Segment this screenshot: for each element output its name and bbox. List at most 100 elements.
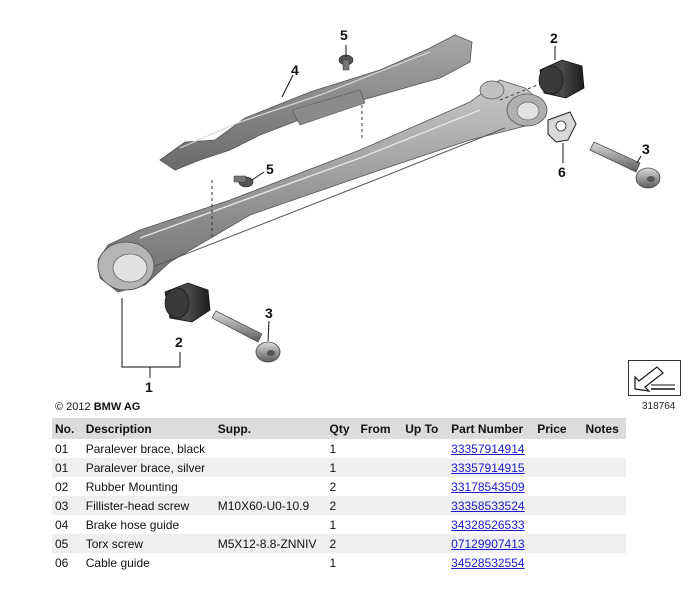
cell-up-to	[402, 515, 448, 534]
table-row: 03 Fillister-head screw M10X60-U0-10.9 2…	[52, 496, 626, 515]
cell-description: Brake hose guide	[85, 517, 180, 532]
parts-diagram: 1 2 2 3 3 4 5 5 6	[97, 27, 661, 395]
table-header-row: No. Description Supp. Qty From Up To Par…	[52, 418, 626, 439]
cell-part-number: 33357914914	[448, 439, 534, 458]
cell-price	[534, 477, 582, 496]
part-number-link[interactable]: 33357914915	[451, 460, 525, 475]
cell-description: Paralever brace, black	[85, 441, 206, 456]
cell-from	[358, 477, 403, 496]
cell-price	[534, 534, 583, 553]
cell-supp	[214, 458, 327, 477]
fillister-screw-left	[211, 310, 281, 363]
cell-description: Cable guide	[85, 555, 150, 570]
part-number-link[interactable]: 33358533524	[451, 498, 525, 513]
callout-5-top: 5	[340, 27, 348, 43]
cell-notes	[582, 553, 626, 572]
table-row: 05 Torx screw M5X12-8.8-ZNNIV 2 07129907…	[52, 534, 626, 553]
header-up-to: Up To	[402, 418, 449, 439]
cell-part-number: 34528532554	[448, 553, 534, 572]
cell-qty: 1	[329, 441, 337, 456]
cell-no: 02	[55, 479, 69, 494]
callout-4: 4	[291, 62, 299, 78]
header-supp: Supp.	[214, 418, 327, 439]
cell-qty: 1	[329, 517, 337, 532]
header-qty: Qty	[326, 418, 358, 439]
callout-2-left: 2	[175, 334, 183, 350]
cell-notes	[582, 458, 626, 477]
cell-part-number: 34328526533	[448, 515, 534, 534]
header-from: From	[357, 418, 403, 439]
cell-price	[534, 458, 583, 477]
brake-hose-guide	[159, 34, 473, 171]
cell-description: Paralever brace, silver	[82, 458, 215, 477]
cell-no: 06	[55, 555, 69, 570]
cell-qty: 2	[329, 479, 337, 494]
cell-notes	[582, 515, 626, 534]
cell-supp: M10X60-U0-10.9	[214, 496, 327, 515]
fillister-screw-right	[589, 141, 661, 189]
table-row: 04 Brake hose guide 1 34328526533	[52, 515, 626, 534]
cell-notes	[582, 439, 626, 458]
cell-notes	[582, 534, 626, 553]
cell-from	[358, 439, 403, 458]
cell-supp	[215, 553, 327, 572]
cell-no: 03	[52, 496, 83, 515]
part-number-link[interactable]: 33178543509	[451, 479, 525, 494]
table-row: 01 Paralever brace, silver 1 33357914915	[52, 458, 626, 477]
header-description: Description	[82, 418, 215, 439]
part-number-link[interactable]: 33357914914	[451, 441, 525, 456]
callout-1: 1	[145, 379, 153, 395]
torx-screw-top	[338, 54, 354, 71]
rubber-mounting-left	[164, 282, 211, 323]
cell-qty: 2	[326, 534, 358, 553]
cell-supp: M5X12-8.8-ZNNIV	[214, 534, 327, 553]
cable-guide	[547, 111, 577, 143]
cell-no: 05	[52, 534, 83, 553]
callout-6: 6	[558, 164, 566, 180]
cell-no: 01	[52, 458, 83, 477]
copyright-notice: © 2012 BMW AG	[55, 401, 141, 413]
cell-no: 01	[55, 441, 69, 456]
cell-up-to	[402, 534, 449, 553]
cell-up-to	[402, 553, 448, 572]
paralever-brace	[97, 79, 548, 293]
cell-from	[358, 553, 403, 572]
cell-no: 04	[55, 517, 69, 532]
callout-2-right: 2	[550, 30, 558, 46]
rubber-mounting-right	[538, 59, 585, 99]
table-row: 06 Cable guide 1 34528532554	[52, 553, 626, 572]
cell-qty: 2	[326, 496, 358, 515]
cell-part-number: 33178543509	[448, 477, 534, 496]
cell-description: Rubber Mounting	[85, 479, 178, 494]
part-number-link[interactable]: 34528532554	[451, 555, 525, 570]
diagram-id: 318764	[642, 401, 676, 412]
torx-screw-middle	[233, 175, 254, 188]
cell-price	[534, 496, 583, 515]
header-price: Price	[534, 418, 583, 439]
header-notes: Notes	[582, 418, 626, 439]
table-row: 02 Rubber Mounting 2 33178543509	[52, 477, 626, 496]
parts-table: No. Description Supp. Qty From Up To Par…	[52, 418, 626, 572]
cell-supp	[215, 477, 327, 496]
part-number-link[interactable]: 07129907413	[451, 536, 525, 551]
cell-part-number: 33358533524	[448, 496, 535, 515]
cell-supp	[215, 515, 327, 534]
header-no: No.	[52, 418, 83, 439]
part-number-link[interactable]: 34328526533	[451, 517, 525, 532]
cell-description: Fillister-head screw	[82, 496, 215, 515]
callout-3-right: 3	[642, 141, 650, 157]
cell-notes	[582, 496, 626, 515]
cell-from	[357, 534, 403, 553]
cell-up-to	[402, 458, 449, 477]
cell-supp	[215, 439, 327, 458]
cell-qty: 1	[326, 458, 358, 477]
cell-from	[357, 496, 403, 515]
cell-part-number: 33357914915	[448, 458, 535, 477]
cell-price	[534, 515, 582, 534]
cell-from	[358, 515, 403, 534]
cell-price	[534, 439, 582, 458]
cell-part-number: 07129907413	[448, 534, 535, 553]
header-part-number: Part Number	[448, 418, 535, 439]
table-row: 01 Paralever brace, black 1 33357914914	[52, 439, 626, 458]
next-diagram-button[interactable]	[628, 360, 681, 396]
